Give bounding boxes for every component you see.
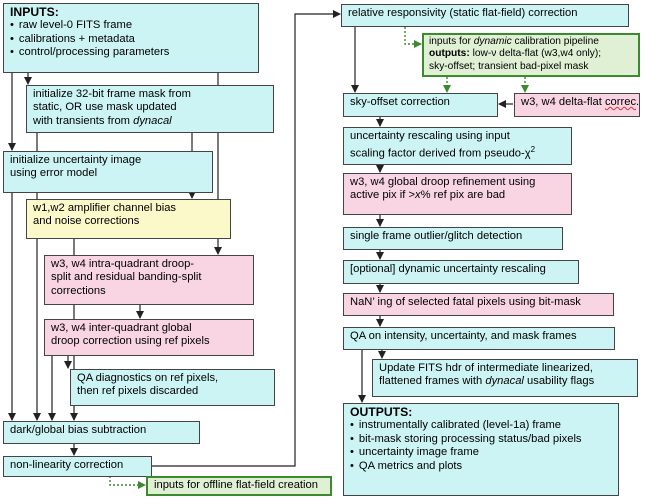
threshold-var: x <box>414 189 421 202</box>
uncertainty-init-line2: using error model <box>10 167 98 180</box>
uncertainty-init-line1: initialize uncertainty image <box>10 154 142 166</box>
frame-mask-step: initialize 32-bit frame mask from static… <box>26 85 274 133</box>
dynamic-line2: low-ν delta-flat (w3,w4 only); <box>469 48 602 60</box>
frame-mask-line2: static, OR use mask updated <box>33 101 177 114</box>
inputs-title: INPUTS: <box>10 5 59 19</box>
dark-bias-step: dark/global bias subtraction <box>3 421 200 444</box>
frame-mask-line1: initialize 32-bit frame mask from <box>33 88 191 100</box>
amp-bias-line1: w1,w2 amplifier channel bias <box>33 202 177 214</box>
qa-ref-line1: QA diagnostics on ref pixels, <box>77 372 219 384</box>
outputs-box: OUTPUTS: instrumentally calibrated (leve… <box>343 403 619 496</box>
droop-split-line3: corrections <box>51 284 106 297</box>
unc-rescale-line1: uncertainty rescaling using input <box>350 130 510 142</box>
fits-header-step: Update FITS hdr of intermediate lineariz… <box>372 359 638 397</box>
fits-hdr-line2b: usability flags <box>523 375 595 388</box>
nonlinearity-step: non-linearity correction <box>3 456 152 477</box>
sky-offset-line1: sky-offset correction <box>350 96 450 108</box>
droop-refine-line2b: % ref pix are bad <box>420 189 506 202</box>
chi-exponent: 2 <box>530 145 536 155</box>
outputs-item: instrumentally calibrated (level-1a) fra… <box>350 419 612 432</box>
dynacal-term: dynacal <box>133 114 172 127</box>
dynamic-line1a: inputs for <box>429 36 474 47</box>
outputs-label: outputs: <box>429 48 470 60</box>
unc-rescale-line2: scaling factor derived from pseudo-χ <box>350 148 531 161</box>
sky-offset-step: sky-offset correction <box>343 93 498 117</box>
offline-flat-inputs: inputs for offline flat-field creation <box>146 476 332 496</box>
arrow-nonlin-offline <box>109 476 146 489</box>
outputs-item: uncertainty image frame <box>350 446 612 459</box>
frame-mask-line3: with transients from <box>33 114 134 127</box>
delta-flat-line1a: w3, w4 delta-flat <box>521 96 605 108</box>
outlier-line1: single frame outlier/glitch detection <box>350 230 523 242</box>
droop-refine-line1: w3, w4 global droop refinement using <box>350 176 536 188</box>
delta-flat-line1b: . <box>636 96 640 108</box>
uncertainty-rescaling-step: uncertainty rescaling using input scalin… <box>343 127 572 165</box>
amp-bias-line2: and noise corrections <box>33 215 140 228</box>
responsivity-line1: relative responsivity (static flat-field… <box>348 7 578 19</box>
droop-split-step: w3, w4 intra-quadrant droop- split and r… <box>44 255 254 305</box>
qa-ref-line2: then ref pixels discarded <box>77 385 199 398</box>
outlier-detection-step: single frame outlier/glitch detection <box>343 227 563 250</box>
qa-ref-pixels-step: QA diagnostics on ref pixels, then ref p… <box>70 369 275 406</box>
arrow-nonlin-responsivity <box>152 10 341 467</box>
dark-bias-line1: dark/global bias subtraction <box>10 424 147 436</box>
outputs-item: bit-mask storing processing status/bad p… <box>350 433 612 446</box>
inter-quadrant-step: w3, w4 inter-quadrant global droop corre… <box>44 319 254 356</box>
uncertainty-init-step: initialize uncertainty image using error… <box>3 151 213 193</box>
inter-quadrant-line1: w3, w4 inter-quadrant global <box>51 322 192 334</box>
amp-bias-step: w1,w2 amplifier channel bias and noise c… <box>26 199 231 239</box>
inputs-box: INPUTS: raw level-0 FITS frame calibrati… <box>3 3 259 73</box>
inter-quadrant-line2: droop correction using ref pixels <box>51 335 210 348</box>
outputs-item: QA metrics and plots <box>350 460 612 473</box>
droop-split-line1: w3, w4 intra-quadrant droop- <box>51 258 195 270</box>
nan-fatal-pixels-step: NaN’ ing of selected fatal pixels using … <box>343 293 614 316</box>
fits-hdr-line1: Update FITS hdr of intermediate lineariz… <box>379 362 593 374</box>
nonlinearity-line1: non-linearity correction <box>10 459 124 471</box>
fits-hdr-line2a: flattened frames with <box>379 375 486 388</box>
outputs-title: OUTPUTS: <box>350 405 413 419</box>
dynacal-term: dynacal <box>485 375 524 388</box>
dyn-unc-line1: [optional] dynamic uncertainty rescaling <box>350 263 546 275</box>
dynamic-line3: sky-offset; transient bad-pixel mask <box>429 60 589 72</box>
qa-frames-step: QA on intensity, uncertainty, and mask f… <box>343 327 615 350</box>
droop-split-line2: split and residual banding-split <box>51 271 202 284</box>
inputs-item: control/processing parameters <box>10 46 252 59</box>
dynamic-calibration-inputs: inputs for dynamic calibration pipeline … <box>422 33 640 77</box>
dynamic-uncertainty-step: [optional] dynamic uncertainty rescaling <box>343 260 579 284</box>
delta-flat-term: correc <box>604 96 637 108</box>
responsivity-step: relative responsivity (static flat-field… <box>341 4 629 27</box>
dynamic-term: dynamic <box>473 36 512 47</box>
arrow-resp-dynamic <box>404 27 422 48</box>
droop-refinement-step: w3, w4 global droop refinement using act… <box>343 173 572 215</box>
nan-line1: NaN’ ing of selected fatal pixels using … <box>350 296 581 308</box>
inputs-item: calibrations + metadata <box>10 33 252 46</box>
dynamic-line1b: calibration pipeline <box>511 36 599 47</box>
droop-refine-line2a: active pix if > <box>350 189 415 202</box>
delta-flat-step: w3, w4 delta-flat correc. <box>514 93 640 117</box>
outputs-list: instrumentally calibrated (level-1a) fra… <box>350 419 612 473</box>
qa-frames-line1: QA on intensity, uncertainty, and mask f… <box>350 330 577 342</box>
inputs-item: raw level-0 FITS frame <box>10 19 252 32</box>
inputs-list: raw level-0 FITS frame calibrations + me… <box>10 19 252 59</box>
offline-flat-line1: inputs for offline flat-field creation <box>154 479 318 491</box>
